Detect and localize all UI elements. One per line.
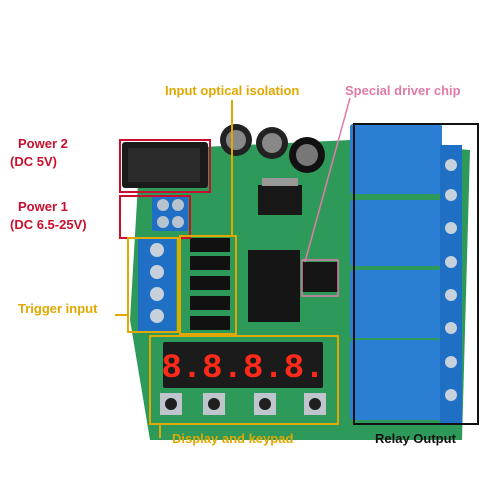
display-keypad-highlight-box xyxy=(149,335,339,425)
special-driver-chip-label: Special driver chip xyxy=(345,83,461,98)
microcontroller-chip xyxy=(248,250,300,322)
relay-output-highlight-box xyxy=(353,123,479,425)
relay-output-label: Relay Output xyxy=(375,431,456,446)
power1-title: Power 1 xyxy=(18,199,68,214)
trigger-input-highlight-box xyxy=(127,237,179,333)
optocoupler-array xyxy=(190,238,230,330)
power2-highlight-box xyxy=(119,139,211,193)
trigger-input-label: Trigger input xyxy=(18,301,98,316)
driver-chip-leader xyxy=(304,97,351,263)
voltage-regulator xyxy=(258,185,302,215)
capacitors xyxy=(220,124,325,173)
power2-label: Power 2 (DC 5V) xyxy=(10,135,68,170)
display-keypad-label: Display and keypad xyxy=(172,431,294,446)
power2-voltage: (DC 5V) xyxy=(10,153,57,169)
power1-label: Power 1 (DC 6.5-25V) xyxy=(10,198,87,233)
optical-isolation-highlight-box xyxy=(179,235,237,335)
power2-title: Power 2 xyxy=(18,136,68,151)
power1-voltage: (DC 6.5-25V) xyxy=(10,216,87,232)
trigger-input-terminal-block xyxy=(138,238,176,332)
display-digits: 8.8.8.8. xyxy=(161,350,324,388)
relay-output-terminal xyxy=(440,145,462,425)
keypad xyxy=(160,393,326,415)
driver-chip-highlight-box xyxy=(301,259,339,297)
relay-bank xyxy=(350,124,442,420)
power1-terminal-block xyxy=(152,195,188,231)
seven-segment-display xyxy=(163,342,323,388)
special-driver-chip xyxy=(302,262,338,292)
input-optical-isolation-label: Input optical isolation xyxy=(165,83,300,98)
